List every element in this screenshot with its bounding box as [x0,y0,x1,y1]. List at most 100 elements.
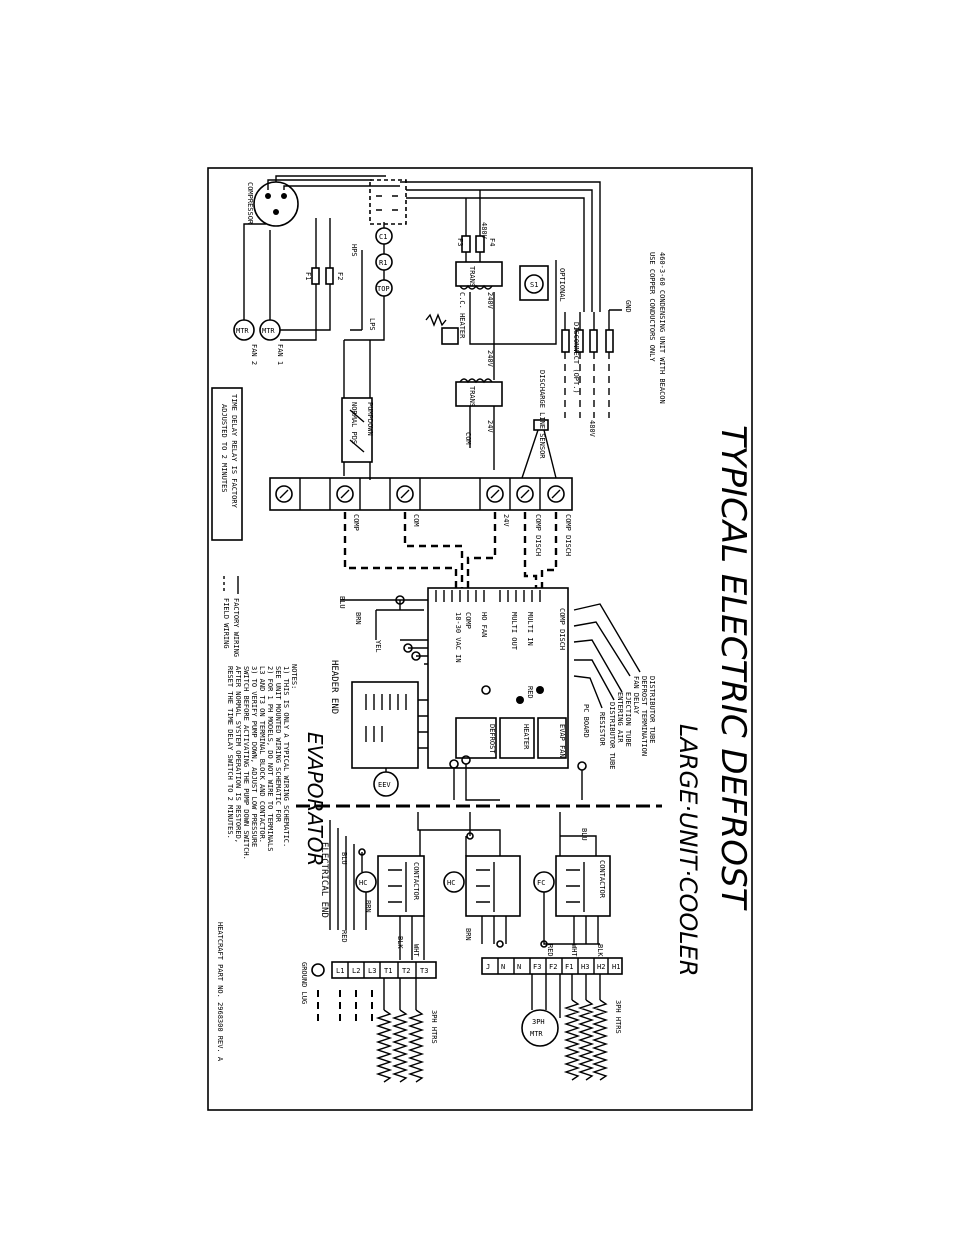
field-supply [564,352,610,418]
svg-text:FACTORY WIRING: FACTORY WIRING [232,598,240,657]
svg-text:480V: 480V [588,420,596,438]
discharge-line-sensor [533,419,549,431]
svg-text:240V: 240V [486,292,494,310]
svg-text:AFTER NORMAL SYSTEM OPERATION: AFTER NORMAL SYSTEM OPERATION IS RESTORE… [234,666,242,843]
note-line: L3 AND T3 ON TERMINAL BLOCK AND CONTACTO… [258,666,266,843]
svg-text:RED: RED [526,686,534,699]
compressor-terminal [265,193,271,199]
terminal-label: COMP [352,514,360,531]
tb-right-label: H3 [581,963,589,971]
board-node [536,686,544,694]
contactor-wiring [329,812,600,960]
note-line: 1) THIS IS ONLY A TYPICAL WIRING SCHEMAT… [282,666,290,847]
trans-b-label: TRANS [468,386,476,407]
hps-label: HPS [350,244,358,257]
svg-text:HEATER: HEATER [522,724,530,750]
svg-text:1) THIS IS ONLY A TYPICAL WIRI: 1) THIS IS ONLY A TYPICAL WIRING SCHEMAT… [282,666,290,847]
svg-text:3PH HTRS: 3PH HTRS [430,1010,438,1044]
svg-text:COMP DISCH: COMP DISCH [564,514,572,556]
pumpdown-leads [343,340,371,480]
heater-leads-b [383,978,417,1010]
heater-leads-a [571,974,601,1000]
contactor-poles [388,862,585,912]
pointer-label: PC BOARD [582,704,590,738]
board-connector-pins [435,590,541,602]
svg-text:EVAPORATOR: EVAPORATOR [303,732,327,866]
fuse-f1 [311,267,320,285]
wire-color-label: YEL [374,640,382,653]
note-line: 3) TO VERIFY PUMP DOWN, ADJUST LOW PRESS… [250,666,258,847]
transformer-b [455,381,503,407]
tb-right-dividers [497,958,609,974]
wire-color-label: BLU [340,852,348,865]
v240-label-b: 240V [486,350,494,368]
pointer-label: EJECTION TUBE [624,692,632,747]
svg-text:SEE UNIT MOUNTED WIRING SCHEMA: SEE UNIT MOUNTED WIRING SCHEMATIC FOR [274,666,282,823]
tb-right-label: H2 [597,963,605,971]
pumpdown-switch [341,397,373,463]
hc-2-text: HC [447,879,455,887]
svg-text:NORMAL PDS: NORMAL PDS [350,402,358,444]
heater-element [391,1009,409,1083]
contactor-fc [555,855,611,917]
fan-fuse-leads [280,218,331,341]
wire-color-label: WHT [570,944,578,957]
compressor-terminal [273,209,279,215]
terminal-label: COMP DISCH [564,514,572,556]
svg-text:RESISTOR: RESISTOR [598,712,606,747]
svg-text:OPTIONAL: OPTIONAL [558,268,566,302]
svg-text:BLK: BLK [396,936,404,949]
board-output-wires [453,764,583,801]
diagram-subtitle: LARGE·UNIT·COOLER [674,724,702,977]
tb-right-label: J [486,963,490,971]
time-delay-note-box [211,387,243,541]
svg-text:3PH HTRS: 3PH HTRS [614,1000,622,1034]
svg-text:DISCONNECT (OPT.): DISCONNECT (OPT.) [572,322,580,394]
wire-node [496,940,504,948]
board-label: MULTI IN [526,612,534,646]
condensing-sub: USE COPPER CONDUCTORS ONLY [648,252,656,362]
board-node [516,696,524,704]
notes-title: NOTES: [290,664,298,689]
normal-pds-label: NORMAL PDS [350,402,358,444]
hc-coil-2 [443,871,465,893]
svg-text:LPS: LPS [368,318,376,331]
transformer-a-coil [459,284,493,290]
svg-text:FAN 1: FAN 1 [276,344,284,365]
svg-text:TRANS: TRANS [468,386,476,407]
svg-text:TYPICAL ELECTRIC DEFROST: TYPICAL ELECTRIC DEFROST [713,425,753,911]
board-label: COMP DISCH [558,608,566,650]
board-label: 18-30 VAC IN [454,612,462,663]
sensor-leads [573,603,641,709]
svg-text:FAN DELAY: FAN DELAY [632,676,640,715]
disconnect-fuse [605,329,614,353]
svg-text:GROUND LUG: GROUND LUG [300,962,308,1004]
pc-board [427,587,569,769]
svg-text:BLU: BLU [338,596,346,609]
s1-text: S1 [530,281,538,289]
tb-right-label: F1 [565,963,573,971]
svg-text:DISTRIBUTOR TUBE: DISTRIBUTOR TUBE [648,676,656,743]
svg-text:COMPRESSOR: COMPRESSOR [246,182,254,225]
svg-text:RESET THE TIME DELAY SWITCH TO: RESET THE TIME DELAY SWITCH TO 2 MINUTES… [226,666,234,839]
pointer-label: DISTRIBUTOR TUBE [608,702,616,769]
pointer-label: RESISTOR [598,712,606,747]
contactor-hc-1 [377,855,425,917]
svg-text:MULTI OUT: MULTI OUT [510,612,518,651]
svg-text:BLU: BLU [340,852,348,865]
svg-text:18-30 VAC IN: 18-30 VAC IN [454,612,462,663]
tb-left-label: T3 [420,967,428,975]
svg-text:F1: F1 [304,272,312,280]
compressor-contactor [369,179,407,225]
wire-color-label: RED [526,686,534,699]
control-leads [344,222,385,341]
hc-1-text: HC [359,879,367,887]
svg-text:SWITCH BEFORE ACTIVATING THE P: SWITCH BEFORE ACTIVATING THE PUMP DOWN S… [242,666,250,860]
svg-text:BRN: BRN [464,928,472,941]
svg-text:F4: F4 [488,238,496,246]
evap-fan-motor-3ph [521,1009,559,1047]
r1-text: R1 [379,259,387,267]
tb-right-label: F3 [533,963,541,971]
terminal-label: COM [412,514,420,527]
